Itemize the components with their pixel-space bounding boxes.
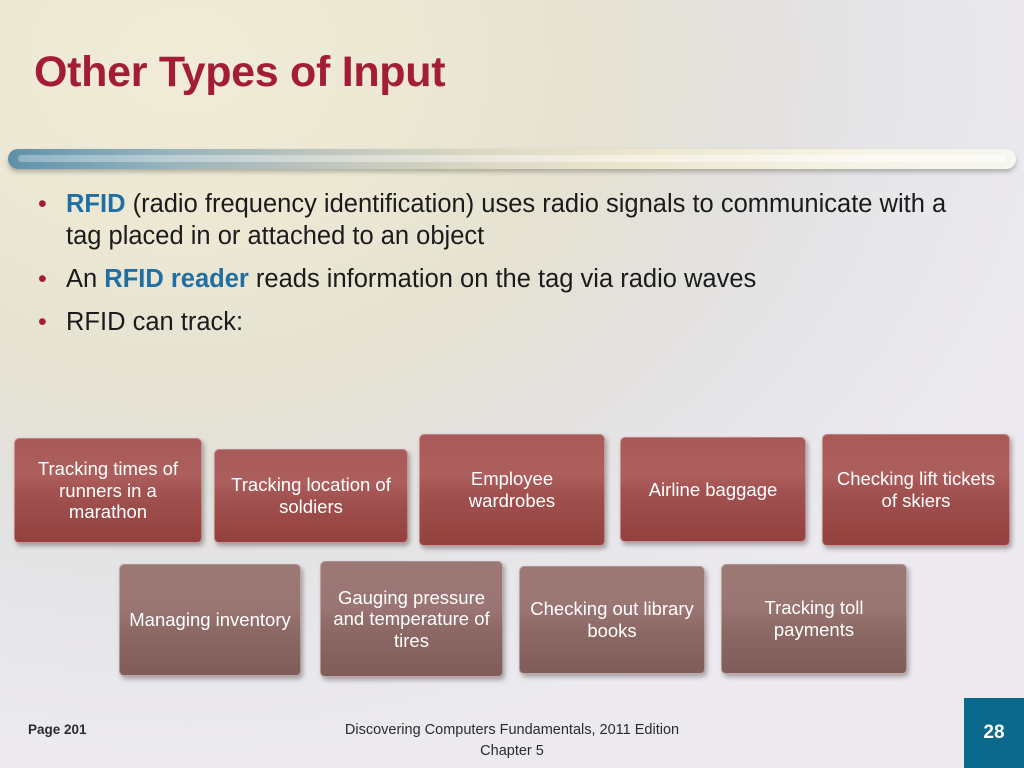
list-item: • RFID can track:: [22, 306, 972, 338]
bullet-text: An: [66, 265, 105, 294]
list-item: • An RFID reader reads information on th…: [22, 263, 972, 295]
rfid-use-box: Tracking location of soldiers: [214, 449, 408, 543]
list-item: • RFID (radio frequency identification) …: [22, 188, 972, 252]
bullet-marker: •: [38, 190, 47, 218]
rfid-use-label: Checking lift tickets of skiers: [836, 468, 996, 511]
bullet-marker: •: [38, 308, 47, 337]
divider-gloss: [18, 155, 1006, 162]
rfid-use-box: Tracking toll payments: [721, 564, 907, 674]
rfid-use-label: Managing inventory: [129, 609, 291, 631]
footer-chapter: Chapter 5: [480, 742, 544, 759]
rfid-use-box: Tracking times of runners in a marathon: [14, 438, 202, 543]
rfid-use-label: Tracking times of runners in a marathon: [37, 458, 179, 523]
divider: [8, 145, 1016, 175]
footer-citation: Discovering Computers Fundamentals, 2011…: [0, 720, 1024, 761]
rfid-use-label: Airline baggage: [648, 478, 778, 500]
bullet-keyword: RFID reader: [104, 265, 249, 294]
rfid-use-label: Tracking location of soldiers: [231, 474, 391, 517]
rfid-use-label: Checking out library books: [530, 598, 694, 641]
page-title: Other Types of Input: [34, 48, 446, 96]
rfid-use-box: Checking lift tickets of skiers: [822, 434, 1010, 546]
rfid-use-box: Employee wardrobes: [419, 434, 605, 546]
rfid-use-label: Employee wardrobes: [468, 468, 556, 511]
bullet-keyword: RFID: [66, 190, 126, 218]
bullet-text: RFID can track:: [66, 308, 244, 337]
rfid-use-box: Managing inventory: [119, 564, 301, 676]
rfid-use-label: Tracking toll payments: [764, 597, 864, 640]
bullet-text: (radio frequency identification) uses ra…: [66, 190, 947, 251]
rfid-use-label: Gauging pressure and temperature of tire…: [333, 586, 490, 651]
bullet-marker: •: [38, 265, 47, 294]
rfid-use-box: Airline baggage: [620, 437, 806, 542]
bullet-list: • RFID (radio frequency identification) …: [22, 188, 972, 350]
bullet-text: reads information on the tag via radio w…: [248, 265, 757, 294]
page-reference: Page 201: [28, 722, 87, 737]
footer-book-title: Discovering Computers Fundamentals, 2011…: [344, 722, 680, 738]
rfid-use-box: Gauging pressure and temperature of tire…: [320, 561, 503, 677]
slide-number-badge: 28: [964, 698, 1024, 768]
divider-bar: [8, 149, 1016, 169]
rfid-use-box: Checking out library books: [519, 566, 705, 674]
